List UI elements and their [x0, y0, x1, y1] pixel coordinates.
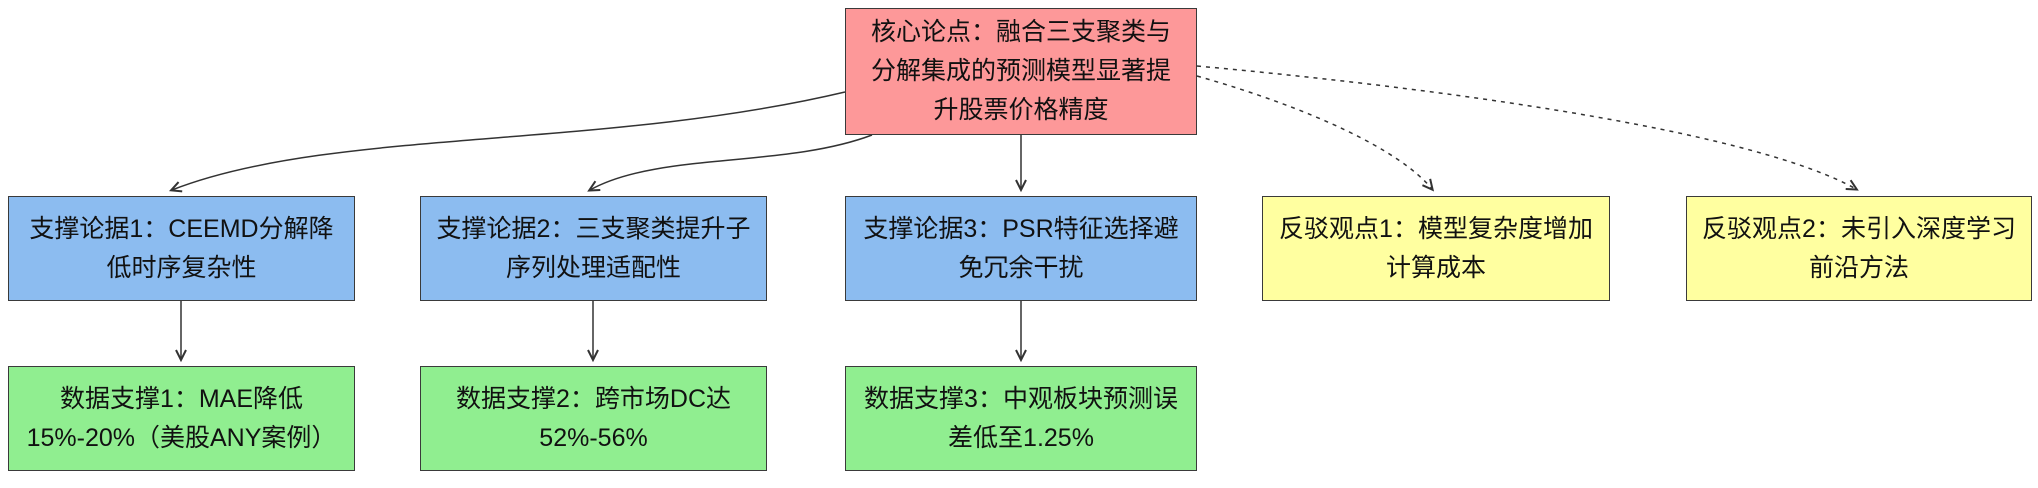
- root-thesis-text: 核心论点：融合三支聚类与分解集成的预测模型显著提升股票价格精度: [870, 18, 1171, 124]
- counter2-text: 反驳观点2：未引入深度学习前沿方法: [1702, 214, 2016, 282]
- edge-root-support2: [587, 134, 873, 192]
- counter1-node: 反驳观点1：模型复杂度增加计算成本: [1262, 196, 1610, 301]
- edge-root-support1: [168, 91, 846, 193]
- edge-root-counter2: [1196, 65, 1859, 191]
- support2-node: 支撑论据2：三支聚类提升子序列处理适配性: [420, 196, 767, 301]
- support1-text: 支撑论据1：CEEMD分解降低时序复杂性: [29, 214, 334, 282]
- edge-root-counter1: [1196, 75, 1435, 192]
- data2-text: 数据支撑2：跨市场DC达52%-56%: [455, 384, 731, 452]
- counter2-node: 反驳观点2：未引入深度学习前沿方法: [1686, 196, 2032, 301]
- data1-text: 数据支撑1：MAE降低15%-20%（美股ANY案例）: [26, 384, 337, 452]
- data3-node: 数据支撑3：中观板块预测误差低至1.25%: [845, 366, 1197, 471]
- support1-node: 支撑论据1：CEEMD分解降低时序复杂性: [8, 196, 355, 301]
- counter1-text: 反驳观点1：模型复杂度增加计算成本: [1279, 214, 1593, 282]
- data1-node: 数据支撑1：MAE降低15%-20%（美股ANY案例）: [8, 366, 355, 471]
- data2-node: 数据支撑2：跨市场DC达52%-56%: [420, 366, 767, 471]
- support3-node: 支撑论据3：PSR特征选择避免冗余干扰: [845, 196, 1197, 301]
- data3-text: 数据支撑3：中观板块预测误差低至1.25%: [864, 384, 1178, 452]
- root-thesis-node: 核心论点：融合三支聚类与分解集成的预测模型显著提升股票价格精度: [845, 8, 1197, 135]
- support2-text: 支撑论据2：三支聚类提升子序列处理适配性: [436, 214, 751, 282]
- support3-text: 支撑论据3：PSR特征选择避免冗余干扰: [863, 214, 1179, 282]
